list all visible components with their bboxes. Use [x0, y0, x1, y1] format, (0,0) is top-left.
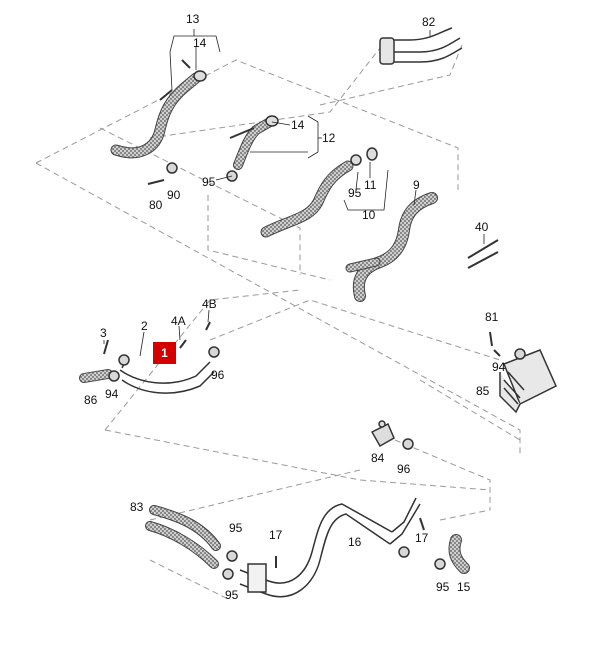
callout-95-bottom-left: 95 — [225, 588, 239, 602]
callout-81: 81 — [485, 310, 499, 324]
callout-14-mid: 14 — [291, 118, 305, 132]
pipe-16 — [239, 497, 421, 598]
bolts — [103, 179, 501, 568]
hose-10 — [260, 147, 378, 238]
callout-10: 10 — [362, 208, 376, 222]
callout-40: 40 — [475, 220, 489, 234]
callout-94-right: 94 — [492, 360, 506, 374]
callout-9: 9 — [413, 178, 420, 192]
callout-86: 86 — [84, 393, 98, 407]
callout-13: 13 — [186, 12, 200, 26]
callout-90: 90 — [167, 188, 181, 202]
pipe-82 — [379, 27, 463, 65]
hose-12 — [229, 115, 279, 170]
callout-95-upper: 95 — [202, 175, 216, 189]
callout-96-left: 96 — [211, 368, 225, 382]
hose-86 — [79, 369, 113, 383]
hose-15 — [448, 534, 470, 574]
callout-1-highlighted: 1 — [153, 342, 176, 364]
callout-3: 3 — [100, 326, 107, 340]
callout-17-right: 17 — [415, 531, 429, 545]
callout-4a: 4A — [171, 314, 186, 328]
leader-lines — [103, 29, 485, 357]
callout-95-bottom-right: 95 — [436, 580, 450, 594]
callout-4b: 4B — [202, 297, 217, 311]
callout-2: 2 — [141, 319, 148, 333]
hose-13 — [110, 59, 207, 159]
clamp-40 — [467, 239, 499, 269]
callout-96-right: 96 — [397, 462, 411, 476]
hose-9 — [345, 192, 438, 302]
callout-12: 12 — [322, 131, 336, 145]
dashed-routing-lines — [35, 44, 521, 601]
callout-16: 16 — [348, 535, 362, 549]
part-84 — [370, 420, 395, 448]
callout-95-lower: 95 — [229, 521, 243, 535]
cooler-85 — [499, 349, 557, 414]
callout-84: 84 — [371, 451, 385, 465]
callout-85: 85 — [476, 384, 490, 398]
callout-83: 83 — [130, 500, 144, 514]
callout-11: 11 — [364, 178, 377, 192]
hose-83 — [145, 505, 221, 569]
callout-80: 80 — [149, 198, 163, 212]
callout-82: 82 — [422, 15, 436, 29]
callout-14-top: 14 — [193, 36, 207, 50]
callout-17-left: 17 — [269, 528, 283, 542]
callout-94-left: 94 — [105, 387, 119, 401]
callout-95-mid: 95 — [348, 186, 362, 200]
callout-15: 15 — [457, 580, 471, 594]
